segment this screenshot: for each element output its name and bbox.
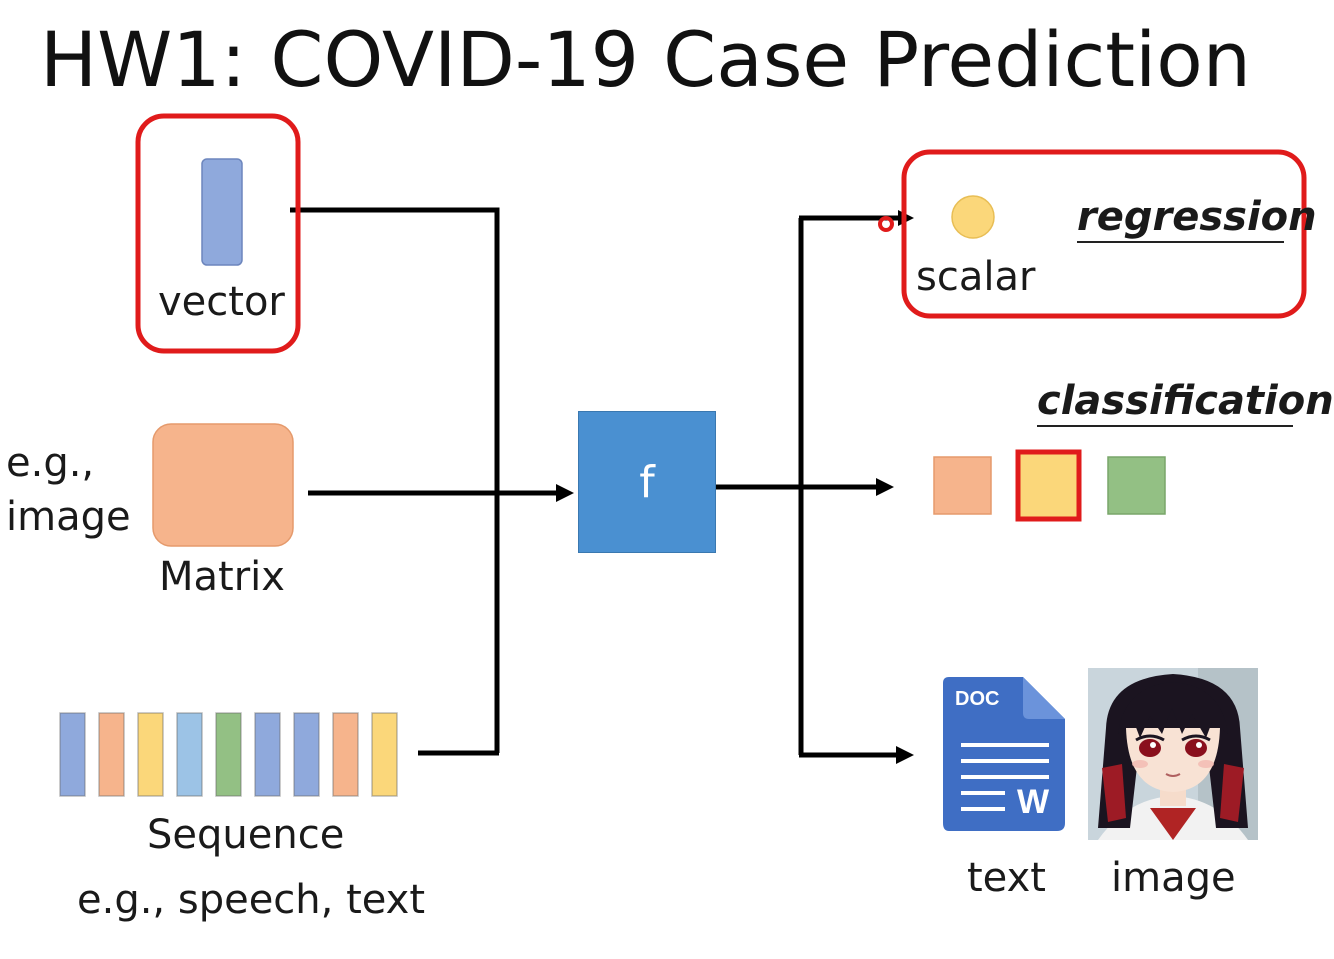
vector-label: vector: [158, 279, 285, 325]
sequence-vector-2: [98, 712, 125, 797]
vector-highlight-box: [135, 113, 301, 354]
sequence-example: e.g., speech, text: [77, 877, 426, 923]
cursor-dot: [878, 216, 894, 232]
regression-highlight-box: [901, 149, 1307, 319]
scalar-label: scalar: [916, 254, 1036, 300]
vector-connector: [290, 207, 500, 753]
sequence-vector-3: [137, 712, 164, 797]
class-option-2: [1015, 449, 1082, 522]
sequence-label: Sequence: [147, 812, 345, 858]
matrix-arrowhead: [556, 484, 574, 502]
sequence-vector-9: [371, 712, 398, 797]
sequence-vector-6: [254, 712, 281, 797]
sequence-vectors: [59, 712, 398, 797]
classification-underline: [1037, 425, 1293, 427]
scalar-shape: [951, 195, 995, 239]
doc-icon-label: DOC: [955, 688, 999, 710]
function-box: f: [578, 411, 716, 553]
sequence-vector-7: [293, 712, 320, 797]
class-option-1: [933, 456, 992, 515]
classification-label: classification: [1037, 378, 1334, 424]
matrix-label: Matrix: [159, 554, 285, 600]
regression-label: regression: [1077, 194, 1317, 240]
class-option-3: [1107, 456, 1166, 515]
slide-title: HW1: COVID-19 Case Prediction: [40, 15, 1251, 104]
structured-arrowhead: [896, 746, 914, 764]
function-label: f: [639, 456, 655, 508]
image-output-label: image: [1111, 855, 1236, 901]
sequence-vector-4: [176, 712, 203, 797]
doc-icon-letter: W: [1017, 783, 1050, 821]
anime-character-image: [1088, 668, 1258, 840]
matrix-example-line1: e.g.,: [6, 440, 95, 486]
matrix-shape: [152, 423, 294, 547]
document-icon: DOC W: [943, 677, 1065, 831]
sequence-vector-8: [332, 712, 359, 797]
class-options: [933, 449, 1166, 522]
matrix-example-line2: image: [6, 494, 131, 540]
sequence-vector-5: [215, 712, 242, 797]
regression-underline: [1077, 241, 1284, 243]
vector-shape: [201, 158, 243, 266]
classification-arrowhead: [876, 478, 894, 496]
sequence-vector-1: [59, 712, 86, 797]
text-output-label: text: [967, 855, 1046, 901]
